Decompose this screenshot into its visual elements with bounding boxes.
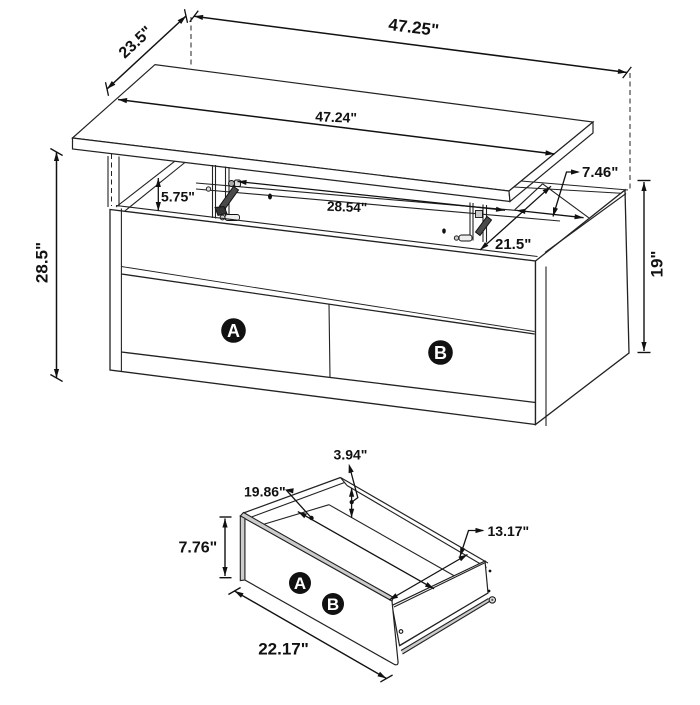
svg-text:7.76": 7.76": [179, 540, 218, 557]
svg-text:47.24": 47.24": [315, 108, 357, 125]
svg-text:B: B: [434, 343, 447, 363]
svg-text:A: A: [227, 321, 240, 341]
svg-text:3.94": 3.94": [334, 447, 368, 463]
svg-text:A: A: [294, 574, 306, 593]
svg-text:28.5": 28.5": [33, 242, 52, 283]
svg-text:22.17": 22.17": [258, 640, 309, 659]
svg-text:21.5": 21.5": [495, 236, 531, 253]
svg-text:19": 19": [648, 251, 667, 278]
svg-text:19.86": 19.86": [244, 484, 286, 500]
svg-text:B: B: [327, 595, 339, 614]
svg-text:7.46": 7.46": [582, 164, 618, 181]
svg-text:5.75": 5.75": [161, 189, 195, 205]
svg-text:28.54": 28.54": [327, 199, 368, 215]
svg-text:13.17": 13.17": [488, 523, 530, 539]
